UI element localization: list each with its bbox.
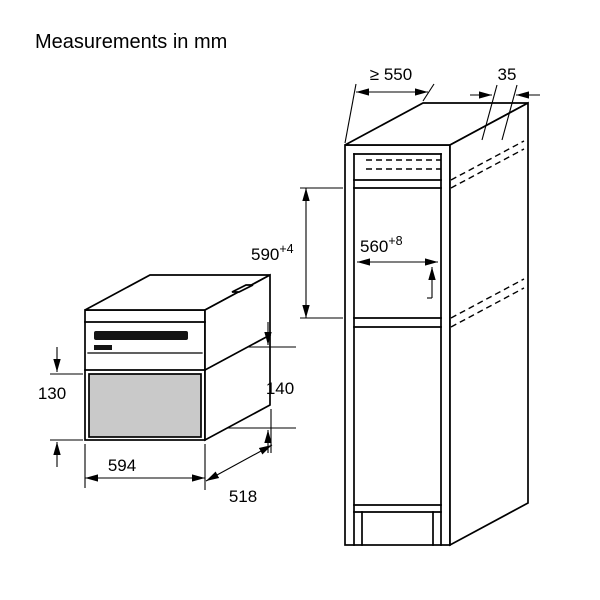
dim-niche-width-label: 560+8: [360, 234, 403, 256]
appliance-handle: [94, 331, 188, 350]
cabinet-shelves: [353, 179, 442, 546]
dim-rear-clearance: 35: [470, 65, 540, 141]
door-handle-bar: [94, 331, 188, 340]
cabinet-body: [344, 101, 529, 547]
dim-drawer-height-label: 130: [38, 384, 66, 403]
dim-appliance-niche-height-label: 140: [266, 379, 294, 398]
warming-drawer-panel: [88, 373, 202, 438]
dim-niche-height-value: 590: [251, 245, 279, 264]
diagram-title: Measurements in mm: [35, 31, 227, 53]
dim-cabinet-depth-label: ≥ 550: [370, 65, 412, 84]
dim-niche-height: 590+4: [251, 187, 343, 319]
dim-cabinet-depth: ≥ 550: [344, 65, 435, 144]
dim-niche-width: 560+8: [357, 234, 438, 299]
dim-drawer-height: 130: [38, 347, 83, 467]
dim-appliance-depth-label: 518: [229, 487, 257, 506]
dim-niche-height-label: 590+4: [251, 242, 294, 264]
appliance-drawing: 130 140 594 518: [38, 273, 296, 506]
top-grip-slot: [231, 284, 254, 293]
dim-niche-width-tolerance: +8: [388, 234, 402, 248]
dim-appliance-width: 594: [84, 444, 206, 490]
dim-appliance-depth: 518: [205, 409, 273, 506]
dim-niche-height-tolerance: +4: [279, 242, 293, 256]
door-handle-end: [94, 345, 112, 350]
dim-niche-width-value: 560: [360, 237, 388, 256]
dim-rear-clearance-label: 35: [498, 65, 517, 84]
dim-appliance-niche-height: 140: [228, 322, 296, 453]
dim-appliance-width-label: 594: [108, 456, 136, 475]
cabinet-drawing: ≥ 550 35 590+4 560+8: [251, 65, 540, 547]
cabinet-hidden-edges: [366, 140, 525, 328]
